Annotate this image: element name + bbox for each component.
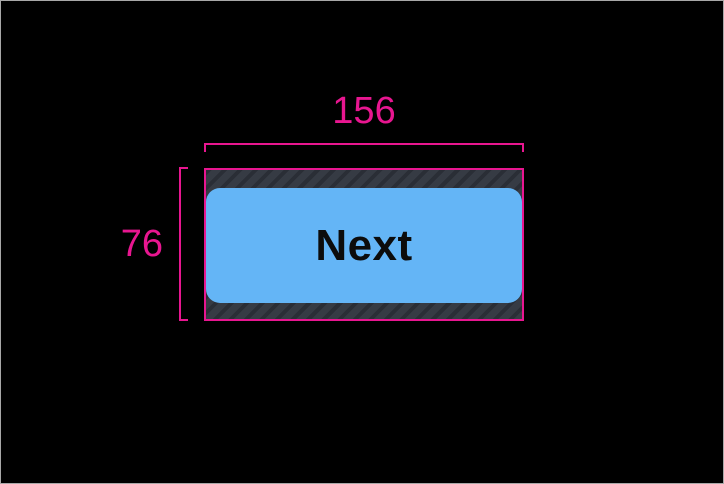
width-dimension-value: 156 — [332, 90, 396, 132]
next-button-label: Next — [315, 220, 413, 270]
width-dimension-bracket — [204, 143, 524, 152]
height-dimension-value: 76 — [120, 223, 163, 265]
next-button[interactable]: Next — [206, 188, 522, 303]
selection-outline: Next — [204, 168, 524, 321]
height-dimension-bracket — [179, 167, 188, 321]
